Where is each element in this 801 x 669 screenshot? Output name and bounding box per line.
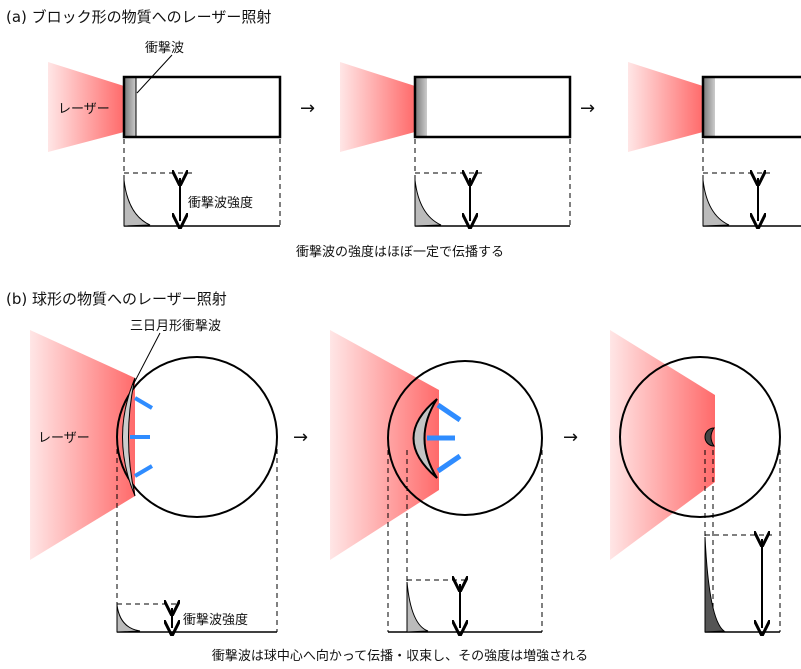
shock-layer	[124, 77, 136, 137]
arrow-icon: →	[300, 98, 315, 119]
block-stage-1: 衝撃波 レーザー 衝撃波強度	[48, 40, 282, 226]
intensity-label: 衝撃波強度	[183, 612, 248, 628]
arrow-icon: →	[293, 427, 308, 448]
sphere-stage-3	[610, 330, 781, 632]
panel-a-title: (a) ブロック形の物質へのレーザー照射	[6, 8, 271, 26]
laser-beam	[48, 62, 124, 152]
crescent-shock-label: 三日月形衝撃波	[130, 318, 221, 334]
laser-label: レーザー	[38, 431, 90, 446]
arrow-icon: →	[563, 427, 578, 448]
sphere-stage-1: 三日月形衝撃波 レーザー 衝撃波強度	[30, 318, 278, 632]
intensity-label: 衝撃波強度	[188, 195, 253, 211]
shock-label: 衝撃波	[145, 40, 184, 56]
panel-a-caption: 衝撃波の強度はほぼ一定で伝播する	[296, 244, 504, 260]
block-stage-2	[340, 62, 572, 226]
laser-label: レーザー	[58, 102, 110, 117]
block-stage-3	[628, 62, 801, 226]
panel-b-title: (b) 球形の物質へのレーザー照射	[6, 290, 227, 308]
block	[122, 75, 282, 139]
leader-line	[136, 54, 173, 94]
sphere-stage-2	[330, 330, 543, 632]
arrow-icon: →	[580, 98, 595, 119]
panel-b-caption: 衝撃波は球中心へ向かって伝播・収束し、その強度は増強される	[212, 648, 588, 664]
